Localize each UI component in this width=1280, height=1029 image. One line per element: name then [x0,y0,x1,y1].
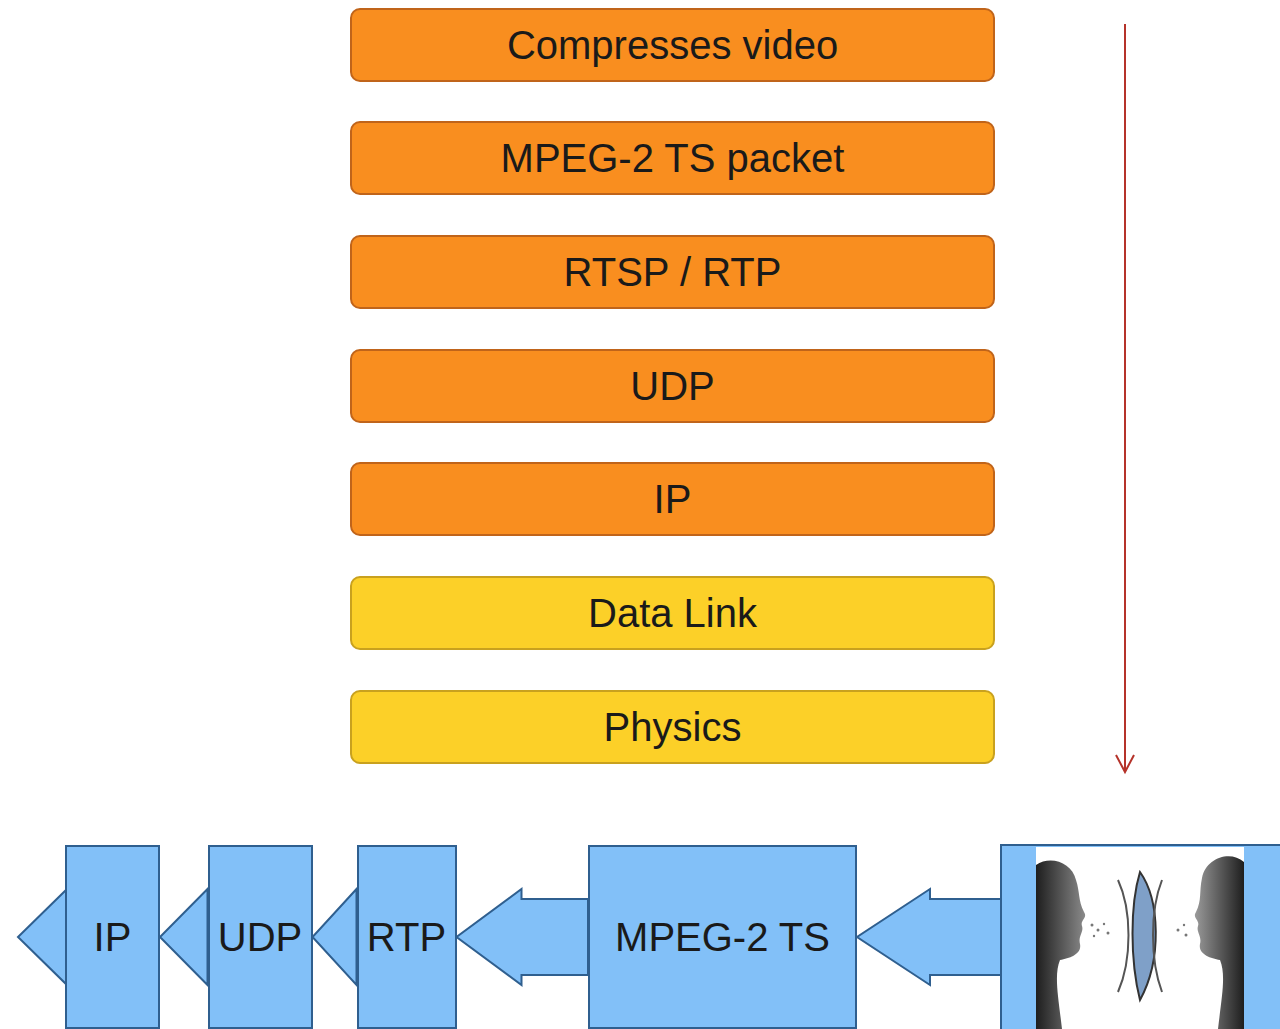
layer-label: RTSP / RTP [564,250,782,295]
network-layer-box: Physics [350,690,995,764]
block-arrow [857,889,1002,985]
protocol-layer-box: MPEG-2 TS packet [350,121,995,195]
protocol-layer-box: RTSP / RTP [350,235,995,309]
picture-ground [1036,847,1244,1029]
packet-block: IP [65,845,160,1029]
block-arrow-connector [457,889,589,985]
layer-label: IP [654,477,692,522]
layer-label: IP [94,915,132,960]
protocol-layer-box: IP [350,462,995,536]
face-right [1195,856,1244,1029]
layer-label: RTP [367,915,446,960]
face-left [1036,860,1085,1029]
layer-label: UDP [630,364,714,409]
layer-label: Data Link [588,591,757,636]
sound-dots [1091,923,1188,937]
protocol-layer-box: Compresses video [350,8,995,82]
network-layer-box: Data Link [350,576,995,650]
flow-arrow-head [1116,755,1134,772]
block-arrow-connector [313,889,357,985]
picture-frame [1001,845,1280,1029]
lens-shape [1153,880,1162,992]
layer-label: Physics [604,705,742,750]
packet-block: RTP [357,845,457,1029]
packet-block: UDP [208,845,313,1029]
protocol-layer-box: UDP [350,349,995,423]
layer-label: MPEG-2 TS [615,915,830,960]
packet-block: MPEG-2 TS [588,845,857,1029]
layer-label: Compresses video [507,23,838,68]
layer-label: UDP [218,915,302,960]
block-arrow-connector [160,889,208,985]
lens-shape [1118,880,1129,992]
layer-label: MPEG-2 TS packet [501,136,845,181]
flow-arrow-line [1124,24,1126,770]
block-arrow-head [18,889,67,985]
